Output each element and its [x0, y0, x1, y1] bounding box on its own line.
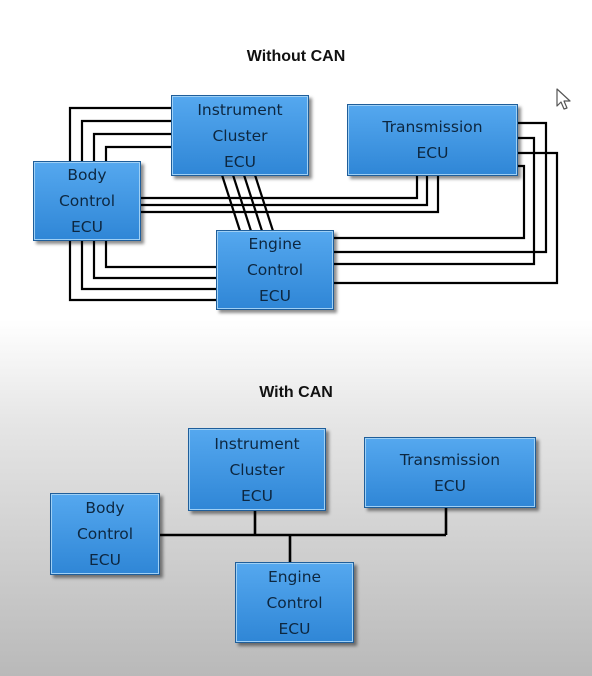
- title-without-can: Without CAN: [246, 48, 346, 65]
- node-label-line: Control: [246, 261, 304, 279]
- node-label-line: ECU: [259, 287, 291, 305]
- transmission-ecu-top: Transmission ECU: [347, 104, 518, 176]
- engine-control-ecu-top: Engine Control ECU: [216, 230, 334, 310]
- title-with-can: With CAN: [259, 384, 333, 401]
- instrument-cluster-ecu-bottom: Instrument Cluster ECU: [188, 428, 326, 511]
- node-label-line: Body: [85, 499, 125, 517]
- node-label-line: Cluster: [229, 460, 285, 479]
- transmission-ecu-bottom: Transmission ECU: [364, 437, 536, 508]
- instrument-cluster-ecu-top: Instrument Cluster ECU: [171, 95, 309, 176]
- node-label-line: ECU: [416, 144, 449, 162]
- node-label-line: ECU: [224, 152, 256, 171]
- node-label-line: Control: [58, 192, 116, 210]
- node-label-line: ECU: [434, 476, 466, 495]
- node-label-line: ECU: [71, 218, 103, 236]
- node-label-line: ECU: [241, 486, 273, 505]
- node-label-line: Cluster: [212, 126, 268, 145]
- node-label-line: Transmission: [382, 118, 483, 136]
- node-label-line: Engine: [248, 235, 302, 253]
- body-control-ecu-top: Body Control ECU: [33, 161, 141, 241]
- node-label-line: Engine: [267, 567, 322, 586]
- body-control-ecu-bottom: Body Control ECU: [50, 493, 160, 575]
- node-label-line: Control: [266, 593, 323, 612]
- node-label-line: ECU: [89, 551, 121, 569]
- node-label-line: Instrument: [214, 434, 300, 453]
- mouse-pointer-icon: [556, 88, 571, 110]
- node-label-line: Instrument: [197, 100, 283, 119]
- node-label-line: Body: [67, 166, 107, 184]
- node-label-line: ECU: [278, 619, 311, 638]
- node-label-line: Control: [76, 525, 134, 543]
- node-label-line: Transmission: [399, 450, 501, 469]
- engine-control-ecu-bottom: Engine Control ECU: [235, 562, 354, 643]
